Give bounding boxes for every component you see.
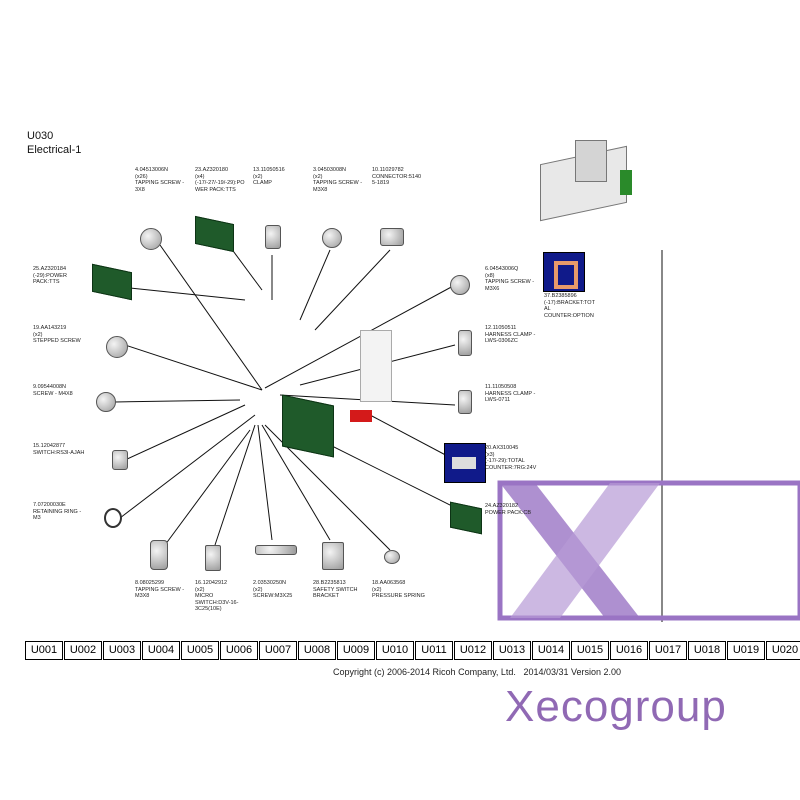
tab-u020[interactable]: U020 xyxy=(766,641,800,660)
tab-u013[interactable]: U013 xyxy=(493,641,531,660)
tab-u015[interactable]: U015 xyxy=(571,641,609,660)
tapping-screw-icon xyxy=(322,228,342,248)
part-label-3[interactable]: 3.04503008N (x2) TAPPING SCREW - M3X8 xyxy=(313,167,363,193)
part-label-8[interactable]: 8.08025299 TAPPING SCREW - M3X8 xyxy=(135,580,185,599)
tab-u007[interactable]: U007 xyxy=(259,641,297,660)
tapping-screw-icon xyxy=(140,228,162,250)
total-counter-image xyxy=(444,443,486,483)
part-label-19[interactable]: 19.AA143219 (x2) STEPPED SCREW xyxy=(33,325,81,344)
tab-u008[interactable]: U008 xyxy=(298,641,336,660)
tab-u002[interactable]: U002 xyxy=(64,641,102,660)
part-label-10[interactable]: 10.11029782 CONNECTOR:5140 5-1819 xyxy=(372,167,422,186)
screw-icon xyxy=(255,545,297,555)
part-label-24[interactable]: 24.AZ320182 POWER PACK:CB xyxy=(485,503,532,516)
switch-icon xyxy=(112,450,128,470)
central-assembly xyxy=(240,330,400,458)
tab-u006[interactable]: U006 xyxy=(220,641,258,660)
part-label-20[interactable]: 20.AX310045 (x3) (-17/-29):TOTAL COUNTER… xyxy=(485,445,537,471)
connector-icon xyxy=(380,228,404,246)
part-label-15[interactable]: 15.12042877 SWITCH:RS3I-AJAH xyxy=(33,443,85,456)
tab-u012[interactable]: U012 xyxy=(454,641,492,660)
version-text: 2014/03/31 Version 2.00 xyxy=(523,667,622,677)
part-label-12[interactable]: 12.11050511 HARNESS CLAMP - LWS-0306ZC xyxy=(485,325,536,344)
screw-icon xyxy=(96,392,116,412)
tab-u010[interactable]: U010 xyxy=(376,641,414,660)
tab-u001[interactable]: U001 xyxy=(25,641,63,660)
bracket-total-counter-image xyxy=(543,252,585,292)
harness-clamp-icon xyxy=(458,330,472,356)
tab-u017[interactable]: U017 xyxy=(649,641,687,660)
part-label-18[interactable]: 18.AA063568 (x2) PRESSURE SPRING xyxy=(372,580,425,599)
part-label-37[interactable]: 37.B2385896 (-17):BRACKET:TOTAL COUNTER:… xyxy=(544,293,595,319)
tab-u019[interactable]: U019 xyxy=(727,641,765,660)
part-label-4[interactable]: 4.04513006N (x26) TAPPING SCREW - 3X8 xyxy=(135,167,185,193)
watermark-logo: Xecogroup xyxy=(505,682,727,731)
clamp-icon xyxy=(265,225,281,249)
tapping-screw-icon xyxy=(150,540,168,570)
part-label-16[interactable]: 16.12042912 (x2) MICRO SWITCH:D3V-16-3C2… xyxy=(195,580,239,612)
page-code: U030 xyxy=(27,130,54,142)
stepped-screw-icon xyxy=(106,336,128,358)
part-label-23[interactable]: 23.AZ320180 (x4) (-17/-27/-19/-29):POWER… xyxy=(195,167,245,193)
tab-u018[interactable]: U018 xyxy=(688,641,726,660)
harness-clamp-icon xyxy=(458,390,472,414)
copyright-text: Copyright (c) 2006-2014 Ricoh Company, L… xyxy=(333,667,516,677)
printer-thumbnail xyxy=(535,130,635,225)
part-label-25[interactable]: 25.AZ320184 (-29):POWER PACK:TTS xyxy=(33,266,67,285)
part-label-2[interactable]: 2.03530250N (x2) SCREW:M3X25 xyxy=(253,580,293,599)
tab-u005[interactable]: U005 xyxy=(181,641,219,660)
tab-u004[interactable]: U004 xyxy=(142,641,180,660)
part-label-28[interactable]: 28.B2235813 SAFETY SWITCH BRACKET xyxy=(313,580,358,599)
part-label-13[interactable]: 13.11050516 (x2) CLAMP xyxy=(253,167,285,186)
tab-u009[interactable]: U009 xyxy=(337,641,375,660)
section-title: Electrical-1 xyxy=(27,144,82,156)
part-label-7[interactable]: 7.07200030E RETAINING RING - M3 xyxy=(33,502,82,521)
safety-switch-bracket-icon xyxy=(322,542,344,570)
tab-u014[interactable]: U014 xyxy=(532,641,570,660)
micro-switch-icon xyxy=(205,545,221,571)
copyright: Copyright (c) 2006-2014 Ricoh Company, L… xyxy=(333,667,621,678)
part-label-6[interactable]: 6.04543006Q (x8) TAPPING SCREW - M3X6 xyxy=(485,266,535,292)
tab-u011[interactable]: U011 xyxy=(415,641,453,660)
retaining-ring-icon xyxy=(104,508,122,528)
tab-u003[interactable]: U003 xyxy=(103,641,141,660)
tapping-screw-icon xyxy=(450,275,470,295)
part-label-11[interactable]: 11.11050508 HARNESS CLAMP - LWS-0711 xyxy=(485,384,536,403)
pressure-spring-icon xyxy=(384,550,400,564)
tab-u016[interactable]: U016 xyxy=(610,641,648,660)
part-label-9[interactable]: 9.09544008N SCREW - M4X8 xyxy=(33,384,73,397)
